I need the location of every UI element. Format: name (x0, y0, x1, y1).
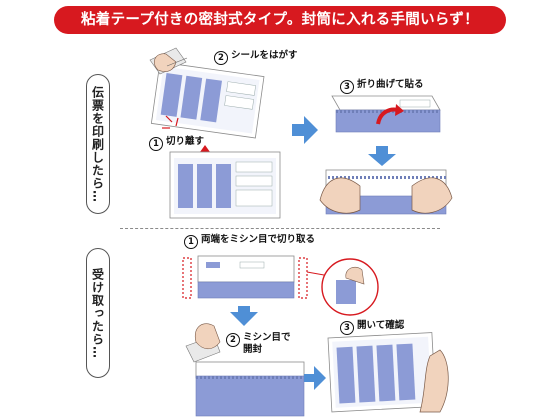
step-open-and-check: 3 開いて確認 (340, 320, 404, 335)
tear-strip-left-icon (182, 257, 192, 299)
step-number: 1 (149, 137, 163, 151)
form-opening-illustration (195, 361, 305, 417)
step-peel-seal: 2 シールをはがす (214, 50, 298, 65)
step-tear-both-ends: 1 両端をミシン目で切り取る (184, 234, 315, 249)
hand-peeling-seal-icon (149, 47, 188, 75)
step-number: 2 (214, 51, 228, 65)
step-label: 切り離す (166, 136, 205, 147)
hand-left-pressing-icon (319, 177, 361, 214)
step-fold-and-stick: 3 折り曲げて貼る (340, 79, 424, 94)
banner-title: 粘着テープ付きの密封式タイプ。封筒に入れる手間いらず！ (80, 12, 479, 28)
hand-right-pressing-icon (411, 177, 453, 214)
phase-label-printing: 伝票を印刷したら… (86, 74, 110, 214)
step-label: 両端をミシン目で切り取る (201, 234, 316, 245)
blue-right-arrow-icon (292, 116, 318, 144)
cut-spark-icon (162, 115, 179, 129)
blue-right-arrow-icon-2 (304, 366, 326, 390)
step-number: 3 (340, 321, 354, 335)
blue-down-arrow-icon (368, 146, 396, 166)
section-divider (120, 228, 440, 229)
blue-down-arrow-icon-2 (230, 306, 258, 326)
phase-label-receiving: 受け取ったら… (86, 248, 110, 378)
tear-strip-right-icon (298, 257, 308, 299)
step-number: 2 (226, 333, 240, 347)
form-full-illustration (169, 151, 281, 219)
banner-bar (54, 6, 506, 34)
step-label: シールをはがす (231, 50, 298, 61)
sealed-form-illustration (197, 255, 295, 299)
step-detach: 1 切り離す (149, 136, 204, 151)
opened-form-illustration (327, 332, 437, 413)
hand-tearing-icon (185, 323, 221, 363)
form-peel-illustration (150, 61, 265, 139)
banner: 粘着テープ付きの密封式タイプ。封筒に入れる手間いらず！ (0, 0, 560, 46)
zoom-detail-circle (321, 258, 379, 316)
hand-holding-icon (419, 349, 449, 413)
red-up-arrow-icon (200, 145, 210, 152)
step-number: 1 (184, 235, 198, 249)
step-label: 折り曲げて貼る (357, 79, 424, 90)
form-fold-illustration (331, 95, 441, 133)
step-open-perforation: 2 ミシン目で 開封 (226, 332, 291, 356)
step-number: 3 (340, 80, 354, 94)
step-label: 開いて確認 (357, 320, 405, 331)
step-label: ミシン目で 開封 (243, 332, 291, 355)
